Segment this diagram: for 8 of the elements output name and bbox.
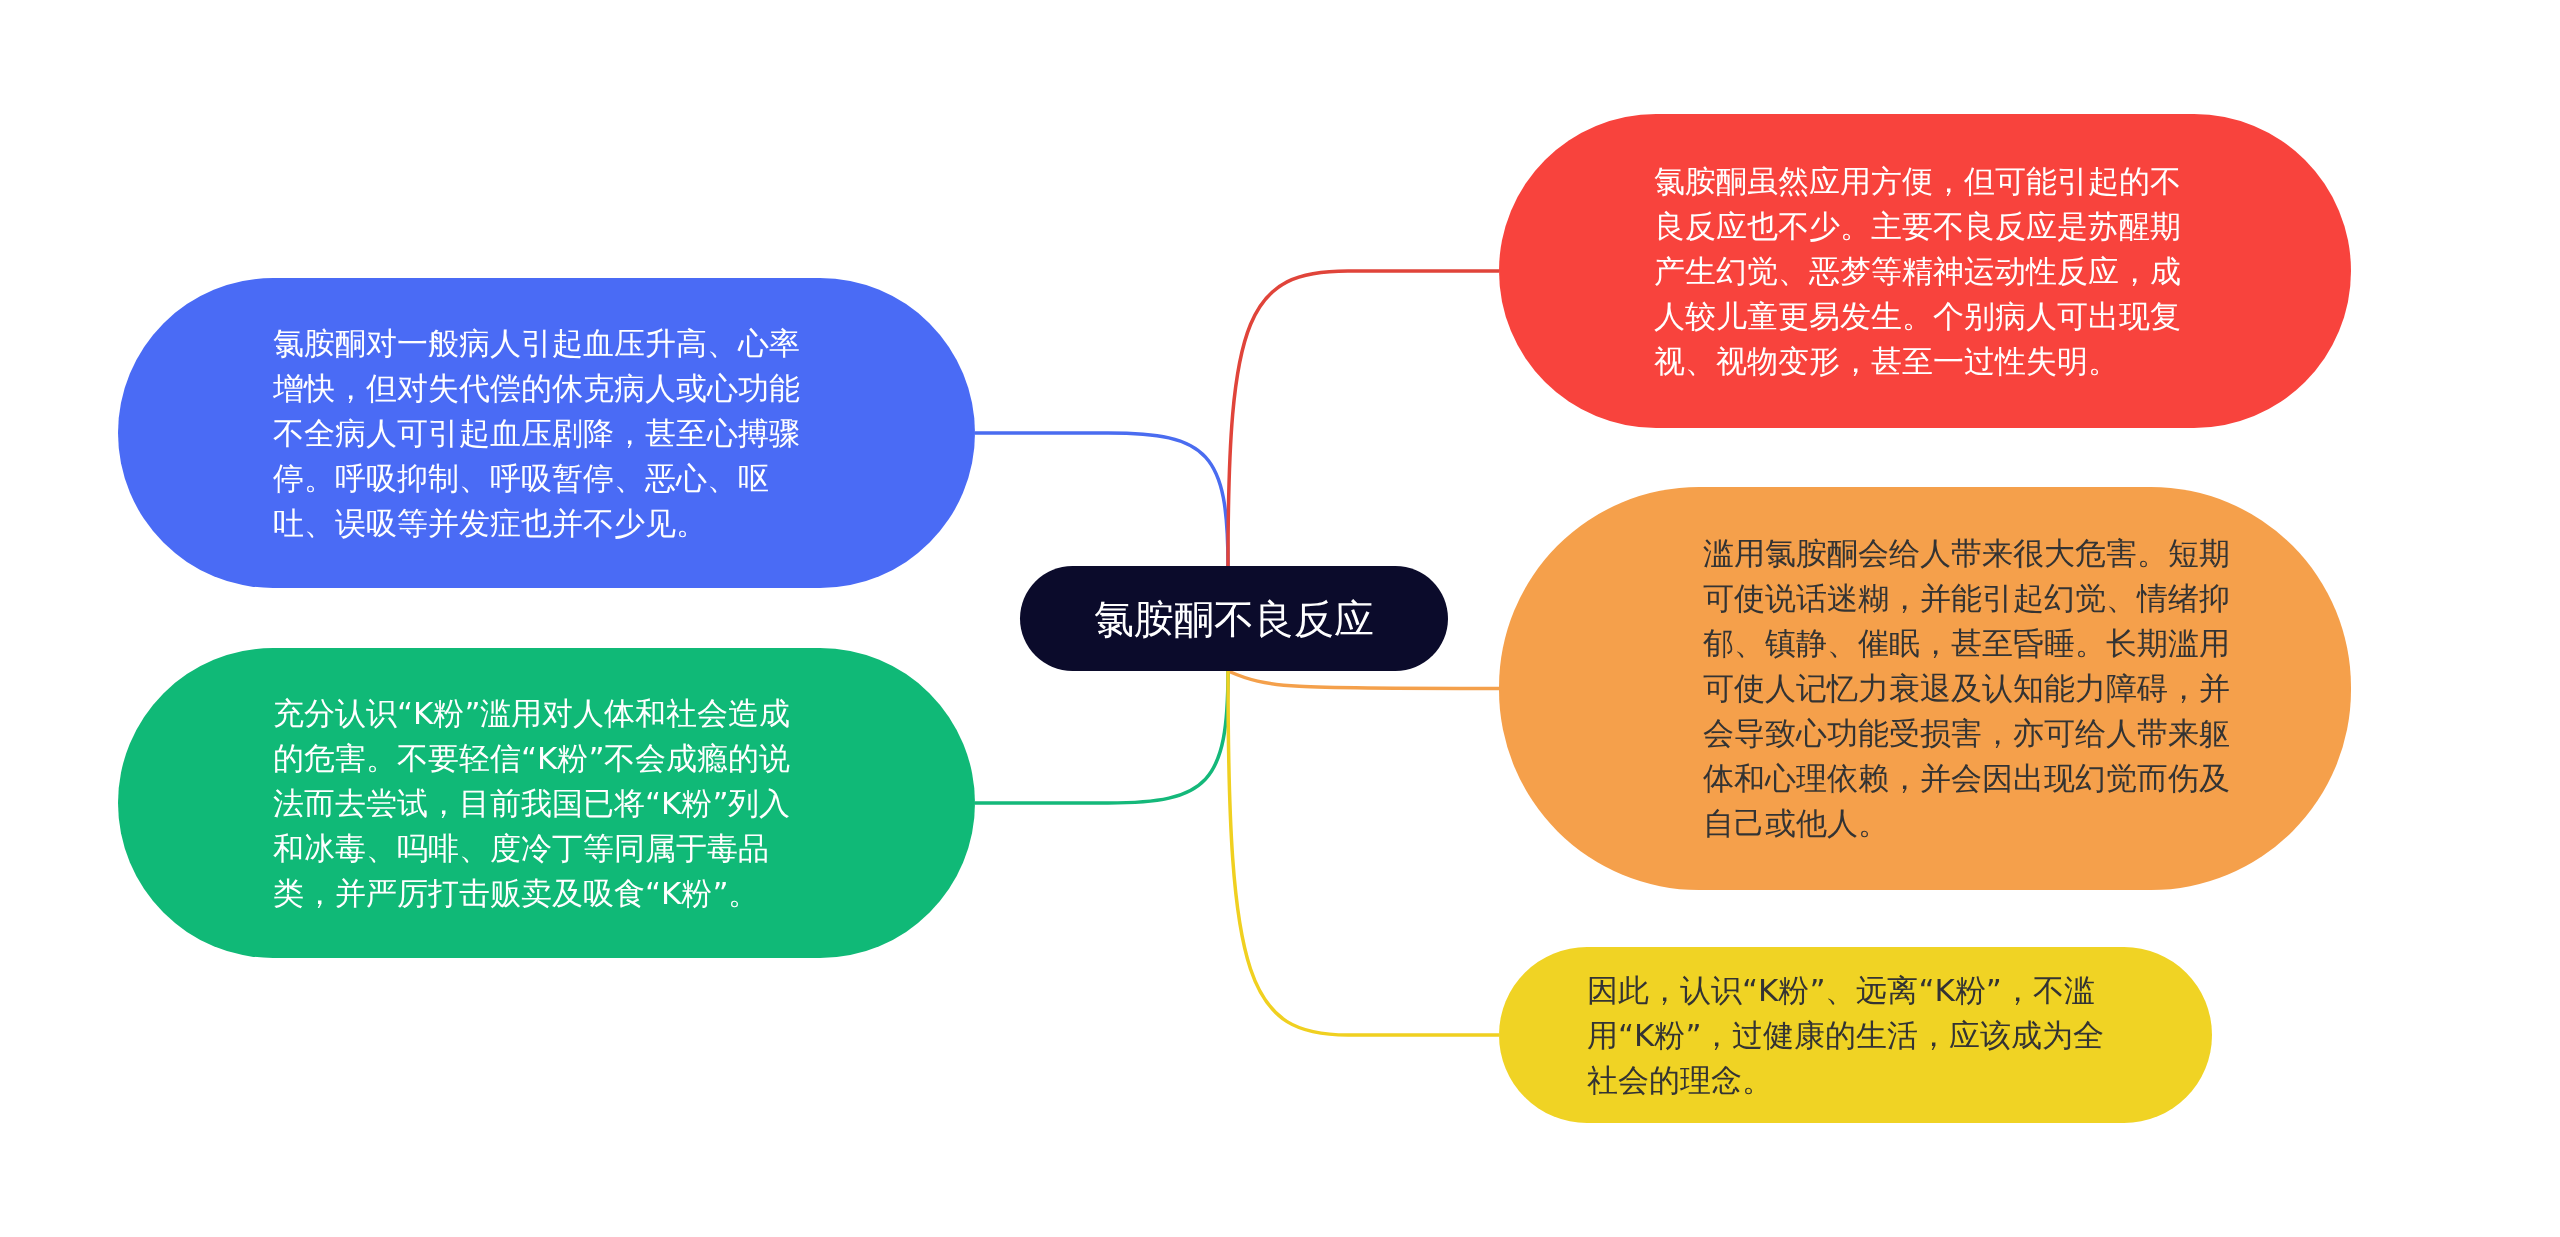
- branch-text: 充分认识“K粉”滥用对人体和社会造成的危害。不要轻信“K粉”不会成瘾的说法而去尝试，目前我国已将“K粉”列入和冰毒、吗啡、度冷丁等同属于毒品类，并严厉打击贩卖及吸食“K粉”。: [273, 693, 792, 913]
- branch-text: 氯胺酮虽然应用方便，但可能引起的不良反应也不少。主要不良反应是苏醒期产生幻觉、恶梦等精神运动性反应，成人较儿童更易发生。个别病人可出现复视、视物变形，甚至一过性失明。: [1654, 161, 2182, 381]
- branch-text: 氯胺酮对一般病人引起血压升高、心率增快，但对失代偿的休克病人或心功能不全病人可引起血压剧降，甚至心搏骤停。呼吸抑制、呼吸暂停、恶心、呕吐、误吸等并发症也并不少见。: [273, 323, 801, 543]
- topic-text: 氯胺酮不良反应: [1094, 594, 1374, 644]
- connector-line: [1226, 269, 1499, 566]
- branch-text: 滥用氯胺酮会给人带来很大危害。短期可使说话迷糊，并能引起幻觉、情绪抑郁、镇静、催眠，甚至昏睡。长期滥用可使人记忆力衰退及认知能力障碍，并会导致心功能受损害，亦可给人带来躯体和心理依赖，并会因出现幻觉而伤及自己或他人。: [1703, 534, 2231, 843]
- connector-line: [1227, 669, 1499, 691]
- branch-text: 因此，认识“K粉”、远离“K粉”，不滥用“K粉”，过健康的生活，应该成为全社会的理念。: [1587, 970, 2106, 1100]
